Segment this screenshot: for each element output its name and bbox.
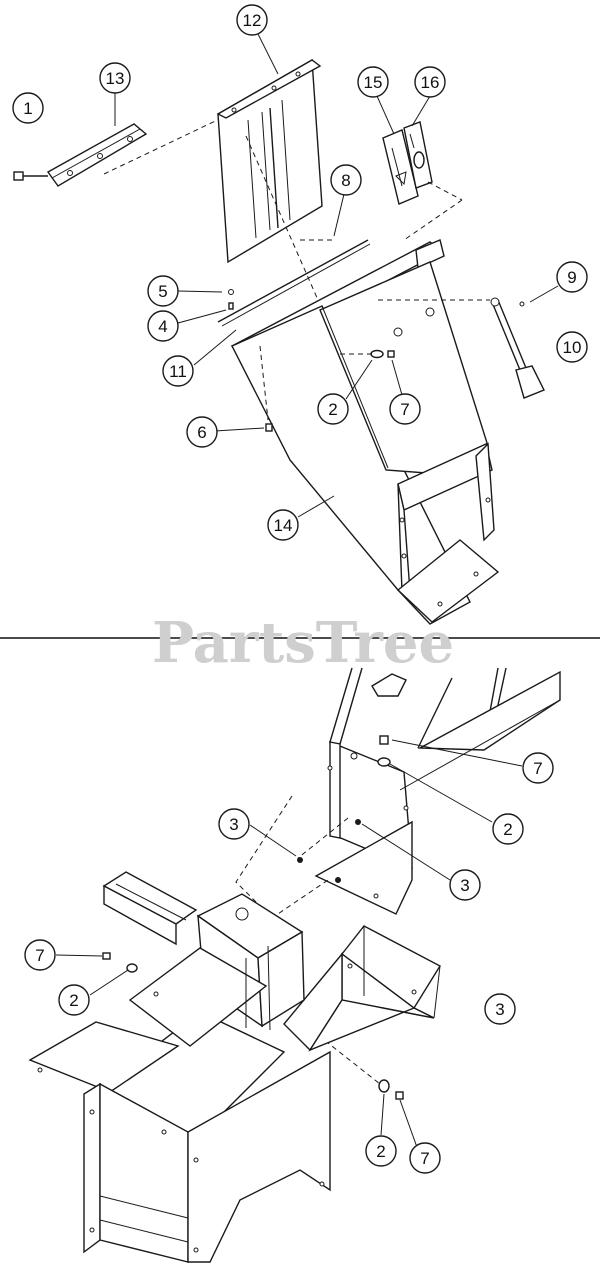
svg-text:7: 7	[420, 1149, 429, 1168]
svg-text:1: 1	[23, 99, 32, 118]
svg-text:11: 11	[169, 362, 187, 381]
svg-text:16: 16	[421, 73, 440, 92]
watermark-text: PartsTree	[152, 610, 454, 676]
leader-lines	[55, 33, 559, 1151]
callout-7-upper: 7	[389, 393, 421, 425]
svg-text:12: 12	[243, 11, 262, 30]
svg-text:3: 3	[460, 876, 469, 895]
callout-2-upper: 2	[317, 393, 349, 425]
svg-text:15: 15	[364, 73, 383, 92]
svg-text:13: 13	[106, 69, 125, 88]
svg-text:14: 14	[274, 516, 293, 535]
callout-7-lower-a: 7	[522, 752, 554, 784]
svg-text:10: 10	[563, 338, 582, 357]
svg-text:2: 2	[376, 1142, 385, 1161]
part-16-decal	[403, 121, 433, 189]
callout-1: 1	[12, 92, 44, 124]
svg-text:6: 6	[197, 423, 206, 442]
callout-4: 4	[147, 310, 179, 342]
callout-11: 11	[162, 355, 194, 387]
callout-2-lower-c: 2	[365, 1135, 397, 1167]
callout-3-lower-b: 3	[449, 869, 481, 901]
svg-text:2: 2	[328, 400, 337, 419]
svg-text:2: 2	[503, 820, 512, 839]
callout-3-lower-c: 3	[484, 993, 516, 1025]
part-10-latch-handle	[490, 297, 545, 399]
svg-text:7: 7	[35, 946, 44, 965]
callout-7-lower-c: 7	[409, 1142, 441, 1174]
svg-text:7: 7	[400, 400, 409, 419]
callout-3-lower-a: 3	[218, 808, 250, 840]
frame-assembly	[28, 871, 331, 1263]
chute-lower-section	[314, 667, 561, 915]
callout-16: 16	[414, 66, 446, 98]
callout-15: 15	[357, 66, 389, 98]
callout-13: 13	[99, 62, 131, 94]
part-3-hopper	[283, 925, 441, 1052]
handle-knob-lower	[371, 673, 407, 697]
svg-text:2: 2	[69, 991, 78, 1010]
callout-10: 10	[556, 331, 588, 363]
svg-text:4: 4	[158, 317, 167, 336]
callout-2-lower-a: 2	[492, 813, 524, 845]
svg-text:9: 9	[567, 268, 576, 287]
svg-text:3: 3	[495, 1000, 504, 1019]
callout-7-lower-b: 7	[24, 939, 56, 971]
svg-text:8: 8	[341, 171, 350, 190]
part-13-bracket	[13, 123, 148, 187]
callout-6: 6	[186, 416, 218, 448]
part-15-decal	[382, 129, 419, 205]
part-12-flap-panel	[216, 58, 323, 264]
callout-8: 8	[330, 164, 362, 196]
callout-12: 12	[236, 4, 268, 36]
callout-5: 5	[147, 275, 179, 307]
callout-9: 9	[556, 261, 588, 293]
svg-text:3: 3	[229, 815, 238, 834]
part-14-chute	[230, 239, 500, 625]
callout-14: 14	[267, 509, 299, 541]
svg-text:5: 5	[158, 282, 167, 301]
part-11-hinge-rod	[217, 239, 371, 327]
callout-2-lower-b: 2	[58, 984, 90, 1016]
svg-text:7: 7	[533, 759, 542, 778]
